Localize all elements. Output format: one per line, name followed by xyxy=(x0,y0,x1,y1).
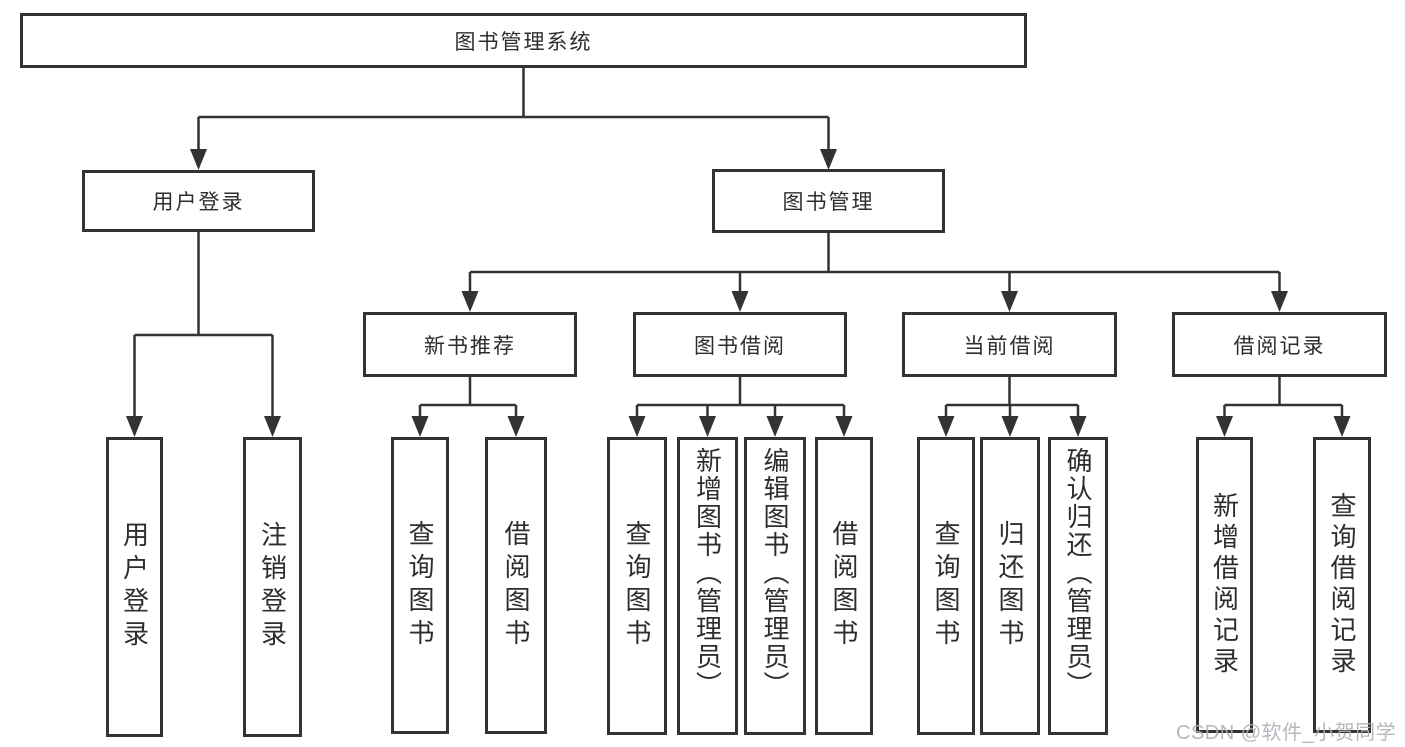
node-leaf-borrow-book: 借阅图书 xyxy=(815,437,873,735)
node-user-login: 用户登录 xyxy=(82,170,315,232)
arrowhead-icon xyxy=(731,291,749,312)
arrowhead-icon xyxy=(628,416,646,437)
arrowhead-icon xyxy=(461,291,479,312)
arrowhead-icon xyxy=(1001,291,1018,312)
node-leaf-add-book: 新增图书（管理员） xyxy=(677,437,738,735)
arrowhead-icon xyxy=(507,416,525,437)
connector-line xyxy=(418,377,518,421)
node-book-borrow: 图书借阅 xyxy=(633,312,847,377)
node-leaf-confirm-return: 确认归还（管理员） xyxy=(1048,437,1108,735)
arrowhead-icon xyxy=(1216,416,1233,437)
arrowhead-icon xyxy=(699,416,716,437)
connector-line xyxy=(133,232,274,421)
node-book-mgmt: 图书管理 xyxy=(712,169,945,233)
connector-line xyxy=(468,233,1281,296)
connector-line xyxy=(197,68,830,154)
node-leaf-user-login: 用户登录 xyxy=(106,437,163,737)
arrowhead-icon xyxy=(1333,416,1351,437)
node-root: 图书管理系统 xyxy=(20,13,1027,68)
node-leaf-query-record: 查询借阅记录 xyxy=(1313,437,1371,733)
node-current-borrow: 当前借阅 xyxy=(902,312,1117,377)
arrowhead-icon xyxy=(835,416,853,437)
node-leaf-add-record: 新增借阅记录 xyxy=(1196,437,1253,733)
arrowhead-icon xyxy=(820,149,837,170)
arrowhead-icon xyxy=(766,416,784,437)
arrowhead-icon xyxy=(1271,291,1288,312)
node-leaf-query-current: 查询图书 xyxy=(917,437,975,735)
arrowhead-icon xyxy=(190,149,207,170)
arrowhead-icon xyxy=(937,416,955,437)
watermark: CSDN @软件_小贺同学 xyxy=(1176,722,1397,744)
node-leaf-query-book: 查询图书 xyxy=(607,437,667,735)
connector-line xyxy=(1223,377,1344,421)
node-leaf-borrow-book-rec: 借阅图书 xyxy=(485,437,547,734)
arrowhead-icon xyxy=(1001,416,1019,437)
node-leaf-query-book-rec: 查询图书 xyxy=(391,437,449,734)
node-leaf-edit-book: 编辑图书（管理员） xyxy=(744,437,806,735)
connector-line xyxy=(944,377,1080,421)
node-borrow-record: 借阅记录 xyxy=(1172,312,1387,377)
arrowhead-icon xyxy=(126,416,143,437)
arrowhead-icon xyxy=(411,416,429,437)
connector-line xyxy=(635,377,846,421)
arrowhead-icon xyxy=(1069,416,1087,437)
node-new-book-rec: 新书推荐 xyxy=(363,312,577,377)
arrowhead-icon xyxy=(264,416,281,437)
node-leaf-return-book: 归还图书 xyxy=(980,437,1040,735)
node-leaf-logout: 注销登录 xyxy=(243,437,302,737)
